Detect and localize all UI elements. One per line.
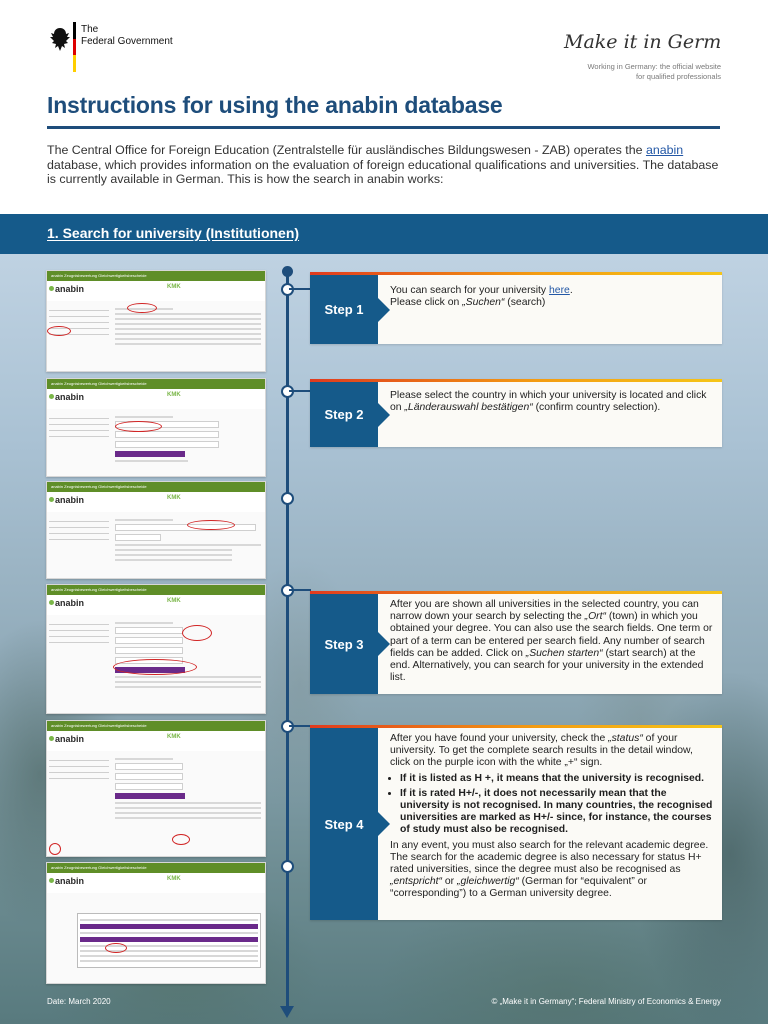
anabin-logo: anabin — [55, 284, 85, 294]
highlight-circle — [47, 326, 71, 336]
anabin-nav-bar: anabin Zeugnisbewertung Gleichwertigkeit… — [47, 271, 265, 281]
anabin-logo-icon — [49, 878, 54, 883]
highlight-circle — [172, 834, 190, 845]
kmk-logo: KMK — [167, 284, 181, 290]
anabin-nav-bar: anabin Zeugnisbewertung Gleichwertigkeit… — [47, 721, 265, 731]
step-stripe — [310, 379, 722, 382]
anabin-nav-bar: anabin Zeugnisbewertung Gleichwertigkeit… — [47, 379, 265, 389]
highlight-circle — [49, 843, 61, 855]
anabin-logo-icon — [49, 600, 54, 605]
screenshot-sidebar — [49, 516, 109, 545]
highlight-circle — [115, 421, 162, 432]
federal-government-label: The Federal Government — [81, 24, 173, 47]
step-3-box: Step 3 After you are shown all universit… — [310, 591, 722, 694]
federal-eagle-icon — [50, 28, 70, 51]
timeline-line — [286, 270, 289, 1010]
step-2-text: Please select the country in which your … — [390, 390, 707, 414]
highlight-circle — [105, 943, 127, 953]
screenshot-step1: anabin Zeugnisbewertung Gleichwertigkeit… — [46, 270, 266, 372]
anabin-nav-bar: anabin Zeugnisbewertung Gleichwertigkeit… — [47, 863, 265, 873]
step-4-text: After you have found your university, ch… — [390, 733, 714, 901]
page-title: Instructions for using the anabin databa… — [47, 92, 503, 118]
screenshot-step2: anabin Zeugnisbewertung Gleichwertigkeit… — [46, 378, 266, 477]
german-flag-bars — [73, 22, 76, 72]
status-bullet-h-plus-minus: If it is rated H+/-, it does not necessa… — [400, 788, 714, 837]
here-link[interactable]: here — [549, 285, 570, 296]
anabin-logo-row: anabin KMK — [47, 492, 265, 512]
anabin-link[interactable]: anabin — [645, 143, 684, 157]
screenshot-sidebar — [49, 755, 109, 784]
screenshot-sidebar — [49, 619, 109, 648]
screenshot-step2b: anabin Zeugnisbewertung Gleichwertigkeit… — [46, 481, 266, 579]
timeline-arrow-icon — [280, 1006, 294, 1018]
title-divider — [47, 126, 720, 129]
anabin-logo-row: anabin KMK — [47, 281, 265, 301]
anabin-logo: anabin — [55, 392, 85, 402]
anabin-logo-row: anabin KMK — [47, 873, 265, 893]
step-4-box: Step 4 After you have found your univers… — [310, 725, 722, 920]
anabin-logo: anabin — [55, 495, 85, 505]
screenshot-step4: anabin Zeugnisbewertung Gleichwertigkeit… — [46, 720, 266, 857]
detail-window — [77, 913, 261, 968]
anabin-logo: anabin — [55, 734, 85, 744]
step-4-label: Step 4 — [310, 728, 390, 920]
anabin-logo-row: anabin KMK — [47, 595, 265, 615]
anabin-logo-row: anabin KMK — [47, 731, 265, 751]
screenshot-content — [115, 516, 261, 564]
highlight-circle — [182, 625, 212, 641]
screenshot-sidebar — [49, 305, 109, 340]
intro-paragraph: The Central Office for Foreign Education… — [47, 143, 719, 187]
section-title: 1. Search for university (Institutionen) — [47, 225, 300, 241]
anabin-logo: anabin — [55, 876, 85, 886]
timeline-connector — [289, 725, 311, 727]
status-bullet-h-plus: If it is listed as H +, it means that th… — [400, 773, 714, 785]
miig-subtitle: Working in Germany: the official website… — [587, 62, 721, 81]
step-1-label: Step 1 — [310, 275, 390, 344]
timeline-dot — [281, 860, 294, 873]
footer-date: Date: March 2020 — [47, 997, 111, 1006]
anabin-nav-bar: anabin Zeugnisbewertung Gleichwertigkeit… — [47, 585, 265, 595]
anabin-logo-icon — [49, 497, 54, 502]
highlight-circle — [187, 520, 235, 530]
status-list: If it is listed as H +, it means that th… — [390, 773, 714, 837]
step-3-label: Step 3 — [310, 594, 390, 694]
step-3-text: After you are shown all universities in … — [390, 599, 713, 684]
step-2-box: Step 2 Please select the country in whic… — [310, 379, 722, 447]
step-2-label: Step 2 — [310, 382, 390, 447]
kmk-logo: KMK — [167, 876, 181, 882]
anabin-logo-icon — [49, 394, 54, 399]
step-1-text: You can search for your university here.… — [390, 285, 573, 309]
anabin-logo-icon — [49, 286, 54, 291]
kmk-logo: KMK — [167, 734, 181, 740]
timeline-connector — [289, 589, 311, 591]
highlight-circle — [113, 659, 197, 675]
make-it-in-germany-logo[interactable]: Make it in Germany — [560, 22, 720, 60]
step-1-box: Step 1 You can search for your universit… — [310, 272, 722, 344]
step-stripe — [310, 725, 722, 728]
page-header: The Federal Government Make it in German… — [0, 0, 768, 208]
footer-credit: © „Make it in Germany“; Federal Ministry… — [491, 997, 721, 1006]
miig-logo-text: Make it in Germany — [563, 31, 720, 53]
screenshot-step4b: anabin Zeugnisbewertung Gleichwertigkeit… — [46, 862, 266, 984]
timeline-connector — [289, 288, 311, 290]
timeline-dot — [281, 492, 294, 505]
timeline-start-dot — [282, 266, 293, 277]
timeline-connector — [289, 390, 311, 392]
screenshot-step3: anabin Zeugnisbewertung Gleichwertigkeit… — [46, 584, 266, 714]
anabin-nav-bar: anabin Zeugnisbewertung Gleichwertigkeit… — [47, 482, 265, 492]
screenshot-content — [115, 755, 261, 822]
step-stripe — [310, 591, 722, 594]
step-stripe — [310, 272, 722, 275]
section-banner: 1. Search for university (Institutionen) — [0, 214, 768, 254]
screenshot-sidebar — [49, 413, 109, 442]
highlight-circle — [127, 303, 157, 313]
anabin-logo-icon — [49, 736, 54, 741]
anabin-logo-row: anabin KMK — [47, 389, 265, 409]
kmk-logo: KMK — [167, 495, 181, 501]
kmk-logo: KMK — [167, 598, 181, 604]
kmk-logo: KMK — [167, 392, 181, 398]
anabin-logo: anabin — [55, 598, 85, 608]
screenshot-content — [115, 413, 261, 465]
